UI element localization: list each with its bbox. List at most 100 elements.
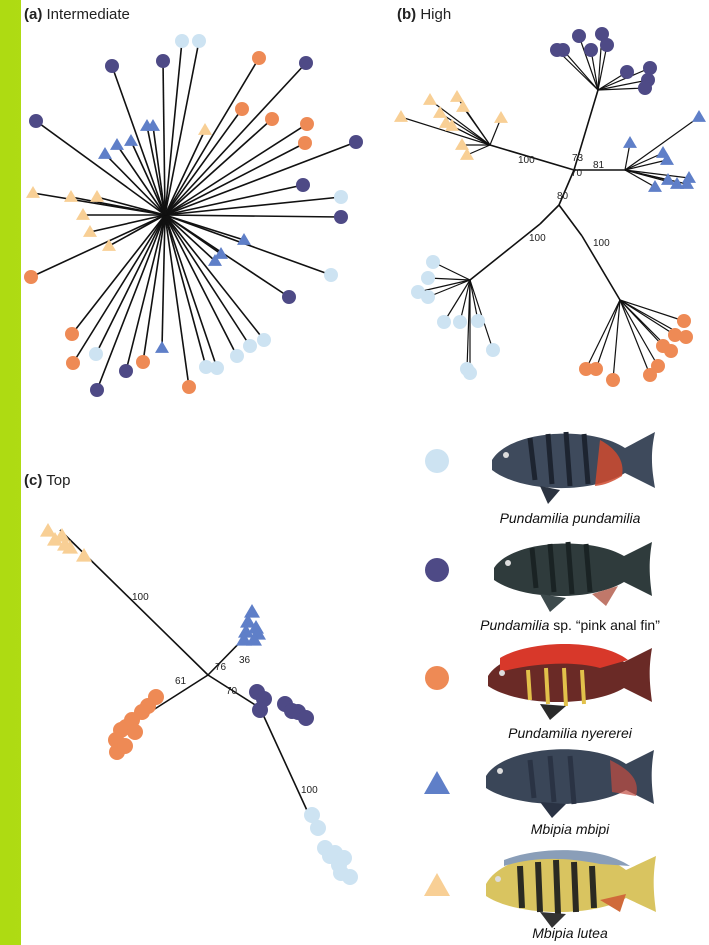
tip-marker-pundamilia-nyererei: [606, 373, 620, 387]
fish-mbipia-lutea-image: [486, 850, 656, 928]
legend-marker-pundamilia-nyererei: [425, 666, 449, 690]
tip-marker-mbipia-mbipi: [110, 138, 124, 150]
fish-pundamilia-pink-anal-fin-image: [494, 542, 652, 612]
tip-marker-pundamilia-pink-anal-fin: [572, 29, 586, 43]
tip-marker-mbipia-mbipi: [648, 180, 662, 192]
fish-mbipia-mbipi-image: [486, 749, 654, 818]
tip-marker-pundamilia-pundamilia: [453, 315, 467, 329]
tip-marker-pundamilia-pundamilia: [471, 314, 485, 328]
tip-marker-mbipia-lutea: [76, 208, 90, 220]
bootstrap-label: 100: [529, 233, 546, 244]
legend-label-mbipia-mbipi: Mbipia mbipi: [490, 821, 650, 837]
tip-marker-pundamilia-pundamilia: [426, 255, 440, 269]
tip-marker-pundamilia-pundamilia: [175, 34, 189, 48]
tip-marker-pundamilia-nyererei: [651, 359, 665, 373]
tree-branch: [165, 109, 242, 215]
legend-marker-mbipia-mbipi: [424, 771, 450, 794]
tip-marker-mbipia-lutea: [76, 548, 92, 562]
tip-marker-pundamilia-nyererei: [182, 380, 196, 394]
tip-marker-pundamilia-pink-anal-fin: [298, 710, 314, 726]
tip-marker-pundamilia-nyererei: [252, 51, 266, 65]
tip-marker-pundamilia-pundamilia: [336, 850, 352, 866]
tip-marker-pundamilia-nyererei: [24, 270, 38, 284]
fish-pundamilia-nyererei-image: [488, 644, 652, 720]
tip-marker-pundamilia-nyererei: [265, 112, 279, 126]
tip-marker-pundamilia-pundamilia: [324, 268, 338, 282]
tip-marker-pundamilia-pink-anal-fin: [638, 81, 652, 95]
tip-marker-pundamilia-pundamilia: [437, 315, 451, 329]
tip-marker-pundamilia-pink-anal-fin: [29, 114, 43, 128]
bootstrap-label: 70: [226, 686, 238, 697]
tree-branch: [625, 153, 663, 170]
tip-marker-pundamilia-nyererei: [65, 327, 79, 341]
bootstrap-label: 100: [518, 155, 535, 166]
tree-branch: [165, 185, 303, 215]
tree-high: 100 73 70 81 80 100 100: [394, 27, 706, 387]
tip-marker-mbipia-lutea: [198, 123, 212, 135]
tip-marker-mbipia-mbipi: [124, 134, 138, 146]
tip-marker-pundamilia-pink-anal-fin: [334, 210, 348, 224]
bootstrap-label: 76: [215, 662, 227, 673]
tree-branch: [620, 300, 650, 375]
tip-marker-mbipia-mbipi: [692, 110, 706, 122]
legend-marker-mbipia-lutea: [424, 873, 450, 896]
tree-branch: [165, 215, 237, 356]
tip-marker-mbipia-lutea: [494, 111, 508, 123]
tree-branch: [165, 215, 341, 217]
tree-branch: [165, 41, 182, 215]
tip-marker-pundamilia-pundamilia: [257, 333, 271, 347]
tree-branch: [165, 197, 341, 215]
tip-marker-pundamilia-pink-anal-fin: [299, 56, 313, 70]
bootstrap-label: 100: [132, 592, 149, 603]
tip-marker-pundamilia-pundamilia: [192, 34, 206, 48]
tip-marker-pundamilia-pink-anal-fin: [105, 59, 119, 73]
tree-branch: [165, 215, 250, 346]
tip-marker-mbipia-lutea: [423, 93, 437, 105]
tree-branch: [163, 61, 165, 215]
tip-marker-pundamilia-nyererei: [117, 738, 133, 754]
tip-marker-pundamilia-pundamilia: [421, 290, 435, 304]
bootstrap-label: 100: [301, 785, 318, 796]
tip-marker-pundamilia-pundamilia: [310, 820, 326, 836]
tip-marker-mbipia-lutea: [455, 138, 469, 150]
tip-marker-pundamilia-nyererei: [677, 314, 691, 328]
tip-marker-pundamilia-pink-anal-fin: [349, 135, 363, 149]
tip-marker-pundamilia-pundamilia: [334, 190, 348, 204]
tip-marker-pundamilia-nyererei: [300, 117, 314, 131]
tip-marker-pundamilia-pink-anal-fin: [90, 383, 104, 397]
tip-marker-pundamilia-pundamilia: [463, 366, 477, 380]
tree-branch: [165, 215, 244, 240]
tip-marker-pundamilia-pundamilia: [333, 865, 349, 881]
tip-marker-pundamilia-pundamilia: [243, 339, 257, 353]
tip-marker-mbipia-lutea: [450, 90, 464, 102]
tip-marker-mbipia-mbipi: [623, 136, 637, 148]
tree-intermediate: [24, 34, 363, 397]
legend-markers: [424, 449, 450, 896]
tip-marker-pundamilia-pundamilia: [486, 343, 500, 357]
tip-marker-pundamilia-pundamilia: [230, 349, 244, 363]
tip-marker-pundamilia-pink-anal-fin: [282, 290, 296, 304]
tree-branch: [467, 145, 490, 155]
tree-branch: [73, 215, 165, 363]
tree-branch: [559, 205, 582, 236]
legend-marker-pundamilia-pink-anal-fin: [425, 558, 449, 582]
tip-marker-mbipia-lutea: [64, 190, 78, 202]
tip-marker-pundamilia-pundamilia: [199, 360, 213, 374]
tip-marker-pundamilia-pink-anal-fin: [556, 43, 570, 57]
bootstrap-label: 36: [239, 655, 251, 666]
tip-marker-pundamilia-nyererei: [235, 102, 249, 116]
tree-branch: [625, 170, 655, 187]
tip-marker-pundamilia-pundamilia: [421, 271, 435, 285]
tip-marker-pundamilia-pink-anal-fin: [643, 61, 657, 75]
tip-marker-mbipia-lutea: [90, 190, 104, 202]
tip-marker-pundamilia-pink-anal-fin: [156, 54, 170, 68]
bootstrap-label: 81: [593, 160, 605, 171]
tip-marker-pundamilia-nyererei: [664, 344, 678, 358]
bootstrap-label: 80: [557, 191, 569, 202]
tree-branch: [165, 215, 331, 275]
tip-marker-pundamilia-pink-anal-fin: [119, 364, 133, 378]
tip-marker-pundamilia-nyererei: [298, 136, 312, 150]
tip-marker-pundamilia-nyererei: [589, 362, 603, 376]
tip-marker-pundamilia-nyererei: [668, 328, 682, 342]
